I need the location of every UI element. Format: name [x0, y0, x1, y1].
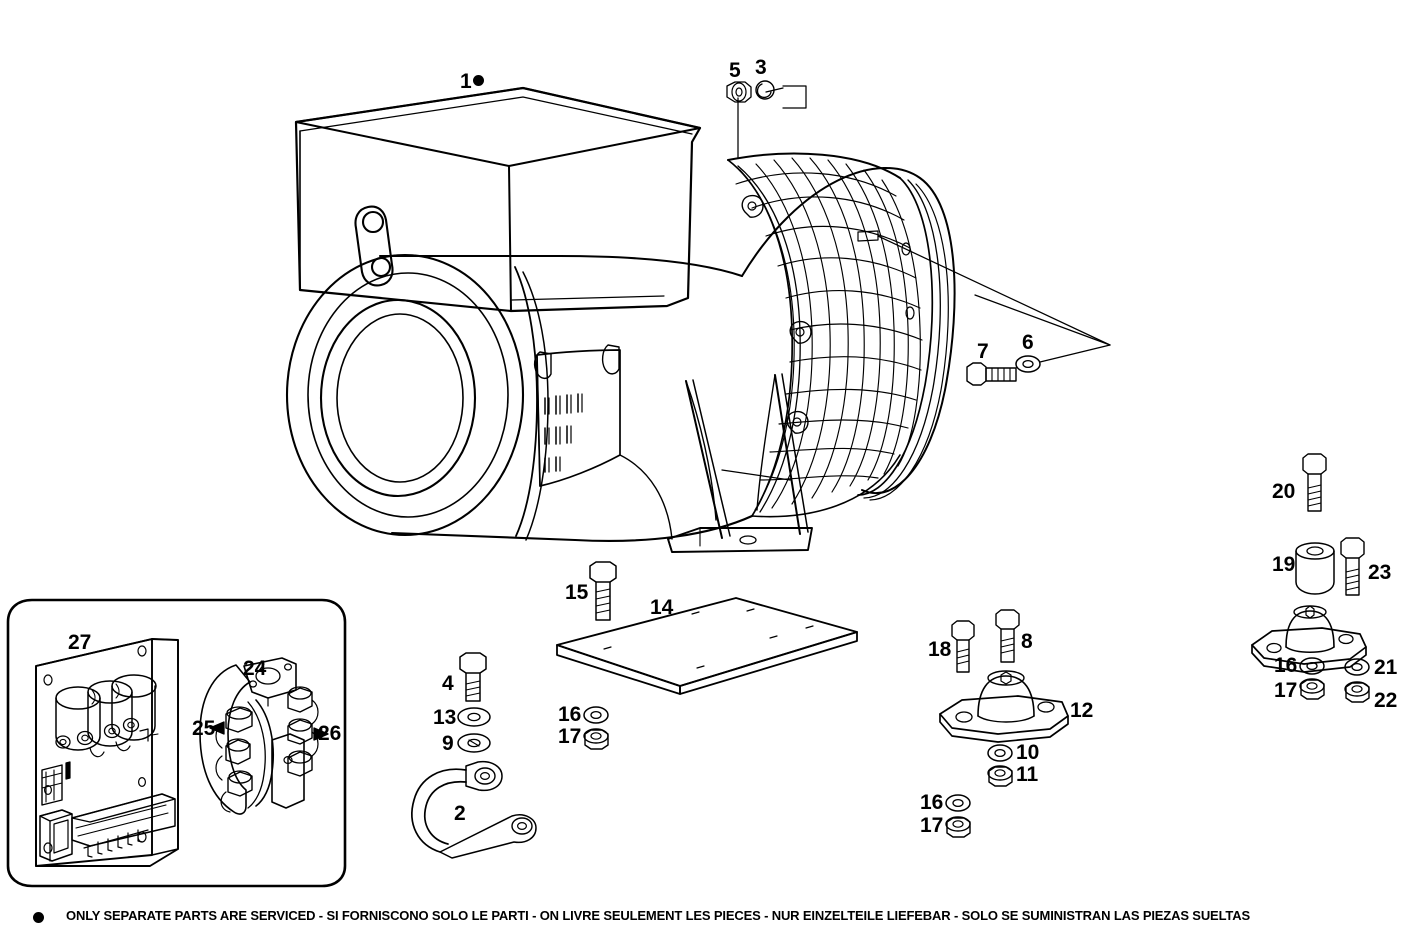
callout-6: 6: [1022, 331, 1034, 354]
callout-26: 26: [318, 722, 342, 745]
part-10-washer: [987, 744, 1013, 762]
part-15-bolt: [589, 561, 617, 621]
part-16-washer-center: [583, 706, 609, 724]
callout-1: 1: [460, 70, 472, 93]
part-11-nut: [987, 765, 1013, 787]
footer-bullet-icon: [33, 912, 44, 923]
part-16-washer-mount: [945, 794, 971, 812]
grille-fastener-boss: [741, 194, 812, 434]
callout-16-right: 16: [1274, 654, 1298, 677]
terminal-box: [294, 86, 702, 313]
part-21-washer: [1344, 658, 1370, 676]
part-23-bolt: [1340, 537, 1365, 596]
callout-13: 13: [433, 706, 457, 729]
callout-2: 2: [454, 802, 466, 825]
callout-8: 8: [1021, 630, 1033, 653]
footer-note: ONLY SEPARATE PARTS ARE SERVICED - SI FO…: [66, 908, 1250, 923]
part-27-regulator-board: [35, 638, 179, 867]
inset-frame: [6, 598, 347, 888]
callout-22: 22: [1374, 689, 1398, 712]
callout-4: 4: [442, 672, 454, 695]
callout-9: 9: [442, 732, 454, 755]
callout-23: 23: [1368, 561, 1392, 584]
callout-19: 19: [1272, 553, 1296, 576]
callout-12: 12: [1070, 699, 1094, 722]
callout-15: 15: [565, 581, 589, 604]
callout-14: 14: [650, 596, 674, 619]
callout-17-mount: 17: [920, 814, 944, 837]
callout-25: 25: [192, 717, 216, 740]
diode-left: [215, 706, 253, 813]
part-19-spacer: [1295, 542, 1335, 595]
callout-20: 20: [1272, 480, 1296, 503]
callout-10: 10: [1016, 741, 1040, 764]
part-5-lock-nut: [726, 81, 752, 103]
callout-27: 27: [68, 631, 92, 654]
vibration-mount-right: [1251, 605, 1367, 673]
part-17-nut-mount: [945, 816, 971, 838]
callout-16-center: 16: [558, 703, 582, 726]
part-3-washer: [755, 80, 775, 100]
callout-17-center: 17: [558, 725, 582, 748]
callout-16-mount: 16: [920, 791, 944, 814]
part-17-nut-right: [1299, 678, 1325, 700]
callout-21: 21: [1374, 656, 1398, 679]
callout-18: 18: [928, 638, 952, 661]
part-6-washer: [1015, 355, 1041, 373]
part-8-bolt: [995, 609, 1020, 663]
part-22-nut: [1344, 681, 1370, 703]
part-18-bolt: [951, 620, 975, 673]
rear-mesh-grille: [727, 152, 956, 518]
item-1-service-bullet: [473, 75, 484, 86]
part-14-mounting-plate: [556, 597, 858, 695]
part-2-ground-strap: [411, 760, 537, 859]
callout-5: 5: [729, 59, 741, 82]
callout-3: 3: [755, 56, 767, 79]
part-4-bolt: [459, 652, 487, 702]
generator-drive-end-flange: [285, 253, 525, 537]
part-12-vibration-mount: [939, 670, 1069, 743]
callout-7: 7: [977, 340, 989, 363]
callout-11: 11: [1016, 763, 1039, 786]
part-24-rectifier-bridge: [199, 657, 329, 815]
callout-17-right: 17: [1274, 679, 1298, 702]
part-16-washer-right: [1299, 657, 1325, 675]
part-7-bolt: [966, 362, 1017, 386]
leader-lines: [477, 81, 1111, 363]
part-13-washer: [457, 707, 491, 727]
callout-24: 24: [243, 657, 267, 680]
part-9-lock-washer: [457, 733, 491, 753]
part-20-bolt: [1302, 453, 1327, 512]
part-17-nut-center: [583, 728, 609, 750]
diode-right: [287, 686, 319, 777]
mounting-foot: [619, 373, 813, 553]
lifting-eye: [354, 205, 394, 287]
